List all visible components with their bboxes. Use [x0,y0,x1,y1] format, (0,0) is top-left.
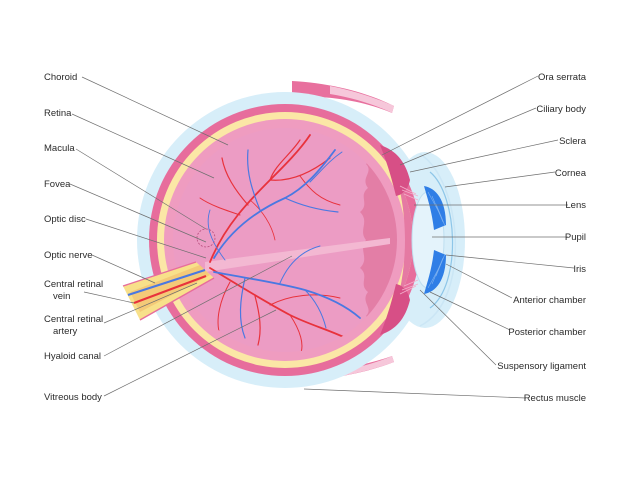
cornea-inner-line [429,171,454,309]
vitreous-body-area [173,128,397,352]
label-optic-nerve: Optic nerve [44,250,93,261]
upper-rectus-tendon [330,86,394,113]
label-ora-serrata: Ora serrata [538,72,587,83]
label-central-retinal-artery-line1: Central retinal [44,314,103,325]
retinal-veins [207,149,361,339]
label-pupil: Pupil [565,232,586,243]
label-retina: Retina [44,108,72,119]
ciliary-body-upper [380,145,410,196]
label-central-retinal-vein-line2: vein [53,291,70,302]
label-sclera: Sclera [559,136,587,147]
label-ciliary-body: Ciliary body [536,104,586,115]
label-cornea: Cornea [555,168,587,179]
iris-upper [424,186,446,230]
label-central-retinal-vein-line1: Central retinal [44,279,103,290]
suspensory-ligament-fibers [399,185,419,295]
label-fovea: Fovea [44,179,71,190]
upper-rectus-muscle [292,81,394,113]
label-posterior-chamber: Posterior chamber [508,327,586,338]
hyaloid-canal-shape [205,238,390,272]
iris-lower [424,250,446,294]
optic-nerve-shape [122,261,215,321]
ciliary-body-lower [380,284,410,335]
label-hyaloid-canal: Hyaloid canal [44,351,101,362]
label-suspensory-ligament: Suspensory ligament [497,361,586,372]
label-iris: Iris [573,264,586,275]
leader-lines [69,75,575,399]
label-rectus-muscle: Rectus muscle [524,393,586,404]
label-choroid: Choroid [44,72,77,83]
label-central-retinal-artery-line2: artery [53,326,78,337]
label-anterior-chamber: Anterior chamber [513,295,586,306]
label-optic-disc: Optic disc [44,214,86,225]
label-macula: Macula [44,143,75,154]
retinal-arteries [199,134,351,352]
label-lens: Lens [565,200,586,211]
iris-striations [427,191,446,289]
cornea-outer-line [419,153,456,327]
label-vitreous-body: Vitreous body [44,392,102,403]
